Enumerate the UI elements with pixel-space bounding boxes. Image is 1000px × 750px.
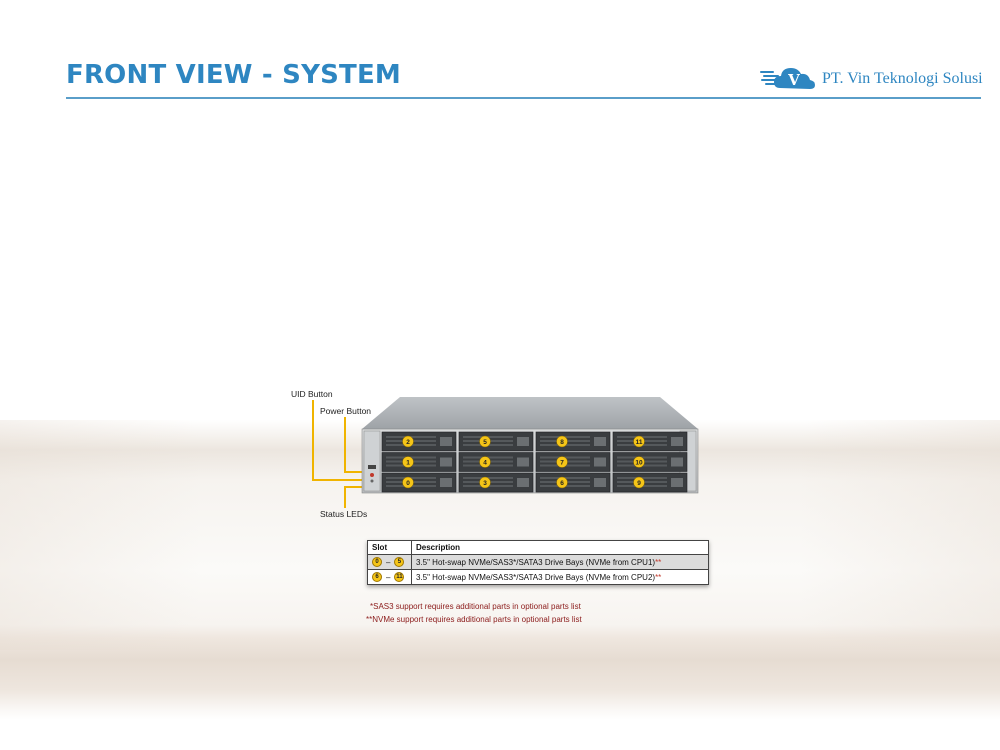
power-leader-horizontal	[344, 471, 367, 473]
bay-number-badge	[633, 456, 645, 468]
backdrop-shade-left	[0, 420, 200, 650]
tray-latch	[517, 478, 529, 487]
led-leader-horizontal	[344, 486, 367, 488]
tray-latch	[594, 437, 606, 446]
uid-leader-vertical	[312, 400, 314, 480]
slot-badge-to: 5	[394, 557, 405, 567]
footnote-sas3: *SAS3 support requires additional parts …	[370, 602, 581, 611]
bay-number-badge	[402, 456, 414, 468]
footnote-mark: **	[655, 557, 662, 567]
title-divider	[66, 97, 981, 99]
bay-number-badge	[556, 456, 568, 468]
tray-latch	[594, 457, 606, 467]
bay-number-label: 6	[560, 480, 564, 487]
bay-number-label: 2	[406, 439, 410, 446]
backdrop-shade-right	[800, 420, 1000, 650]
header-description: Description	[411, 540, 709, 555]
bay-number-badge	[479, 435, 491, 448]
power-leader-vertical	[344, 417, 346, 472]
uid-button-label: UID Button	[291, 389, 333, 399]
slot-badge-from: 0	[372, 557, 382, 567]
description-text: 3.5" Hot-swap NVMe/SAS3*/SATA3 Drive Bay…	[416, 572, 656, 582]
header-slot: Slot	[367, 540, 412, 555]
bay-number-badge	[402, 435, 414, 448]
bay-number-badge	[402, 476, 414, 489]
left-ear	[363, 430, 381, 492]
slot-description: 3.5" Hot-swap NVMe/SAS3*/SATA3 Drive Bay…	[411, 554, 709, 570]
tray-latch	[517, 437, 529, 446]
description-text: 3.5" Hot-swap NVMe/SAS3*/SATA3 Drive Bay…	[416, 557, 656, 567]
bay-number-badge	[556, 435, 568, 448]
slot-table: Slot Description 0–5 3.5" Hot-swap NVMe/…	[367, 540, 709, 585]
range-dash: –	[386, 572, 391, 582]
bay-number-label: 1	[406, 460, 410, 467]
tray-latch	[671, 478, 683, 487]
bay-number-label: 5	[483, 439, 487, 446]
bay-number-badge	[633, 476, 645, 489]
bay-number-label: 3	[483, 480, 487, 487]
bay-number-label: 9	[637, 480, 641, 487]
slot-range: 0–5	[367, 554, 412, 570]
brand-logo-letter: V	[787, 71, 800, 89]
bay-number-label: 4	[483, 460, 487, 467]
led-leader-vertical	[344, 486, 346, 508]
slot-range: 6–11	[367, 569, 412, 585]
uid-button	[368, 465, 376, 469]
status-led	[370, 479, 374, 483]
tray-latch	[671, 457, 683, 467]
power-button-label: Power Button	[320, 406, 372, 416]
bay-number-badge	[479, 476, 491, 489]
tray-latch	[440, 457, 452, 467]
status-leds-label: Status LEDs	[320, 509, 368, 519]
bay-number-label: 10	[635, 460, 643, 467]
cloud-v-logo-icon: V	[760, 68, 815, 89]
tray-latch	[517, 457, 529, 467]
brand-name: PT. Vin Teknologi Solusi	[822, 70, 983, 87]
tray-latch	[594, 478, 606, 487]
slot-description: 3.5" Hot-swap NVMe/SAS3*/SATA3 Drive Bay…	[411, 569, 709, 585]
power-led	[370, 473, 374, 477]
page-title: FRONT VIEW - SYSTEM	[66, 60, 402, 90]
tray-latch	[671, 437, 683, 446]
table-row: 0–5 3.5" Hot-swap NVMe/SAS3*/SATA3 Drive…	[367, 554, 709, 570]
table-header-row: Slot Description	[367, 540, 709, 555]
bay-number-badge	[633, 435, 645, 448]
uid-leader-horizontal	[312, 479, 367, 481]
tray-latch	[440, 437, 452, 446]
brand-logo-block: V PT. Vin Teknologi Solusi	[760, 62, 990, 94]
bay-number-label: 7	[560, 460, 564, 467]
bay-number-label: 11	[636, 439, 643, 446]
table-row: 6–11 3.5" Hot-swap NVMe/SAS3*/SATA3 Driv…	[367, 569, 709, 585]
bay-number-label: 8	[560, 439, 564, 446]
footnote-nvme: **NVMe support requires additional parts…	[366, 615, 582, 624]
footnote-mark: **	[655, 572, 662, 582]
slot-badge-to: 11	[394, 572, 405, 582]
slot-badge-from: 6	[372, 572, 382, 582]
tray-latch	[440, 478, 452, 487]
range-dash: –	[386, 557, 391, 567]
bay-number-badge	[479, 456, 491, 468]
bay-number-badge	[556, 476, 568, 489]
bay-number-label: 0	[406, 480, 410, 487]
chassis-top	[362, 397, 698, 429]
